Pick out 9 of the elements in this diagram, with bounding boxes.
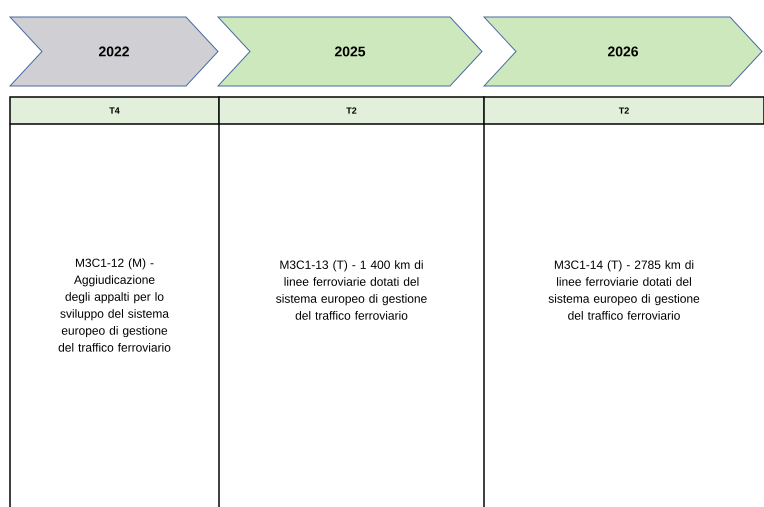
timeline-step: 2022: [8, 16, 219, 86]
table-cell: M3C1-12 (M) - Aggiudicazione degli appalti per lo sviluppo del sistema europeo di gestione del traffico ferroviario: [9, 124, 170, 507]
table-cell: M3C1-13 (T) - 1 400 km di linee ferroviarie dotati del sistema europeo di gestione del traffico ferroviario: [218, 124, 427, 507]
header-cell: T2: [483, 96, 764, 125]
timeline-step: 2026: [482, 16, 763, 86]
table-cell: M3C1-14 (T) - 2785 km di linee ferroviarie dotati del sistema europeo di gestione del traffico ferroviario: [483, 124, 700, 507]
header-cell: T4: [9, 96, 220, 125]
timeline-step: 2025: [216, 16, 483, 86]
header-cell: T2: [218, 96, 485, 125]
